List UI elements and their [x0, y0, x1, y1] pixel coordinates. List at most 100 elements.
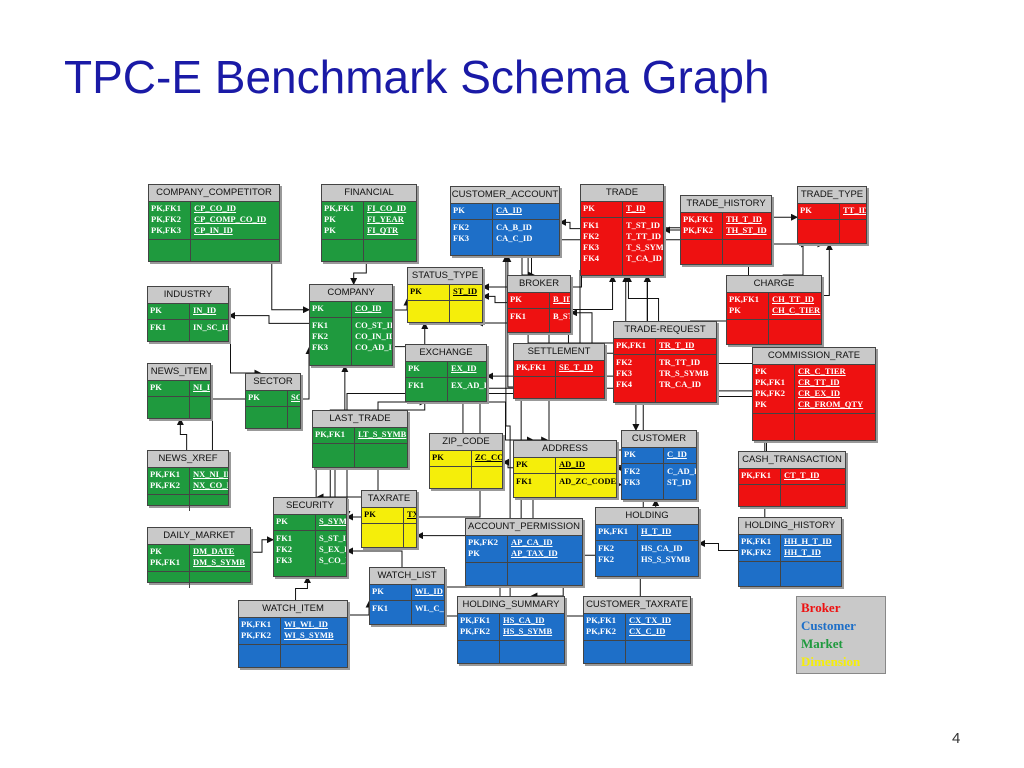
- key-label: FK4: [616, 379, 633, 389]
- key-label: PK,FK2: [755, 388, 785, 398]
- key-label: PK: [324, 225, 336, 235]
- field-column: [508, 563, 582, 585]
- field-name: FI_YEAR: [367, 214, 404, 224]
- relationship-line: [482, 292, 507, 304]
- key-label: PK,FK2: [468, 537, 498, 547]
- key-column: PK: [148, 380, 190, 396]
- key-label: PK,FK1: [741, 470, 771, 480]
- table-title: TRADE_HISTORY: [681, 196, 771, 213]
- relationship-line: [392, 298, 411, 321]
- key-column: [148, 397, 190, 418]
- field-name: WL_C_ID: [415, 603, 444, 613]
- key-column: PK: [370, 584, 412, 600]
- field-name: TR_S_SYMB: [659, 368, 709, 378]
- field-name: HH_H_T_ID: [784, 536, 832, 546]
- key-label: PK,FK1: [616, 340, 646, 350]
- key-column: PK: [246, 390, 288, 406]
- key-label: PK: [510, 294, 522, 304]
- slide-title: TPC-E Benchmark Schema Graph: [64, 51, 770, 103]
- field-name: CT_T_ID: [784, 470, 820, 480]
- field-name: ZC_CODE: [475, 452, 502, 462]
- field-name: T_S_SYMB: [626, 242, 663, 252]
- table-title: CHARGE: [727, 276, 821, 293]
- primary-key-section: PK NI_ID: [148, 380, 210, 397]
- foreign-key-section: [408, 301, 482, 322]
- foreign-key-section: [798, 220, 866, 243]
- key-label: PK: [150, 546, 162, 556]
- foreign-key-section: [430, 467, 502, 488]
- key-label: FK1: [583, 220, 600, 230]
- field-name: AP_CA_ID: [511, 537, 553, 547]
- field-name: CX_TX_ID: [629, 615, 672, 625]
- key-label: FK1: [372, 603, 389, 613]
- field-column: [450, 301, 482, 322]
- key-column: [148, 495, 190, 511]
- field-name: FI_CO_ID: [367, 203, 407, 213]
- key-column: PK,FK1: [614, 338, 656, 354]
- key-label: PK: [729, 305, 741, 315]
- field-name: T_ST_ID: [626, 220, 661, 230]
- field-column: IN_ID: [190, 303, 228, 319]
- field-name: EX_ID: [451, 363, 477, 373]
- table-title: HOLDING_HISTORY: [739, 518, 841, 535]
- key-label: PK,FK1: [741, 536, 771, 546]
- relationship-line: [295, 576, 311, 600]
- key-label: PK: [755, 399, 767, 409]
- key-column: [246, 407, 288, 428]
- table-title: TAXRATE: [362, 491, 416, 508]
- key-column: PK: [622, 447, 664, 463]
- key-column: PK: [581, 201, 623, 217]
- key-label: PK,FK1: [683, 214, 713, 224]
- key-label: PK,FK1: [755, 377, 785, 387]
- key-column: PK,FK1: [596, 524, 638, 540]
- field-name: AP_TAX_ID: [511, 548, 558, 558]
- key-column: [239, 645, 281, 667]
- key-label: PK: [150, 382, 162, 392]
- field-column: [781, 485, 845, 506]
- key-label: PK: [800, 205, 812, 215]
- key-label: FK1: [312, 320, 329, 330]
- relationship-line: [350, 262, 367, 285]
- table-title: NEWS_ITEM: [148, 364, 210, 381]
- field-name: ST_ID: [453, 286, 478, 296]
- key-label: PK: [312, 303, 324, 313]
- table-title: ADDRESS: [514, 441, 616, 458]
- field-name: TR_T_ID: [659, 340, 695, 350]
- foreign-key-section: [458, 641, 564, 663]
- field-column: [840, 220, 866, 243]
- relationship-line: [228, 312, 309, 324]
- field-column: [191, 240, 279, 261]
- foreign-key-section: [322, 240, 416, 261]
- key-column: PK: [798, 203, 840, 219]
- key-label: PK,FK1: [729, 294, 759, 304]
- foreign-key-section: [753, 414, 875, 440]
- key-label: FK2: [453, 222, 470, 232]
- field-column: NI_ID: [190, 380, 210, 396]
- table-title: COMPANY: [310, 285, 392, 302]
- field-column: EX_AD_ID: [448, 378, 486, 401]
- foreign-key-section: [148, 397, 210, 418]
- key-label: PK: [276, 516, 288, 526]
- field-name: WI_WL_ID: [284, 619, 328, 629]
- field-column: [404, 524, 416, 547]
- table-title: LAST_TRADE: [313, 411, 407, 428]
- key-column: [430, 467, 472, 488]
- table-title: SETTLEMENT: [514, 344, 604, 361]
- field-column: [355, 444, 407, 467]
